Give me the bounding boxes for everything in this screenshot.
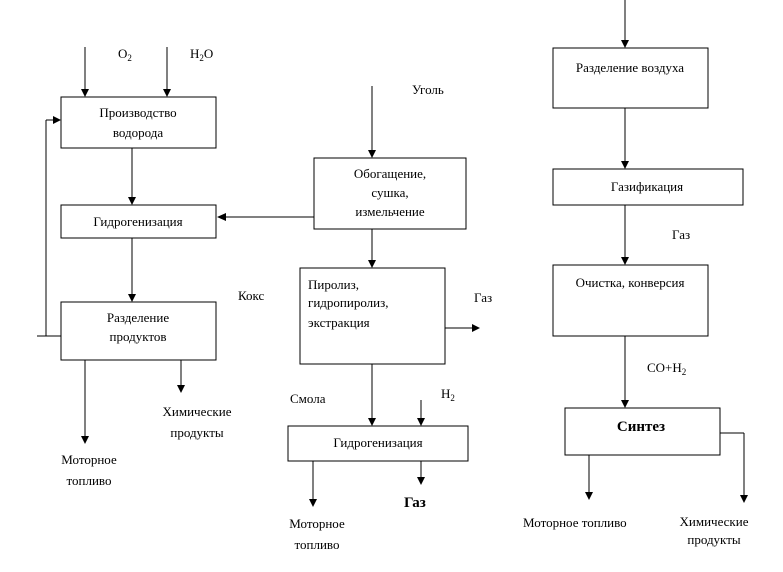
box-pyrolysis-line1: Пиролиз, <box>308 277 359 292</box>
arrow-pyrolysis-to-gas <box>445 324 480 332</box>
arrow-enrichment-to-left-hydrogenation <box>217 213 314 221</box>
box-enrichment-line3: измельчение <box>355 204 425 219</box>
label-motor-fuel-middle-2: топливо <box>295 537 340 552</box>
arrow-enrichment-to-pyrolysis <box>368 229 376 268</box>
box-hydrogenation-middle-label: Гидрогенизация <box>333 435 422 450</box>
arrow-hydrogen-to-hydrogenation <box>128 148 136 205</box>
label-coal: Уголь <box>412 82 444 97</box>
arrow-h2o-to-hydrogen-production <box>163 47 171 97</box>
label-motor-fuel-left-2: топливо <box>67 473 112 488</box>
box-hydrogenation-left-label: Гидрогенизация <box>93 214 182 229</box>
label-gas-out: Газ <box>404 495 426 511</box>
box-hydrogenation-left: Гидрогенизация <box>60 204 217 239</box>
box-product-separation-line2: продуктов <box>110 329 167 344</box>
label-motor-fuel-right: Моторное топливо <box>523 515 627 530</box>
box-enrichment-drying-grinding: Обогащение, сушка, измельчение <box>313 157 467 230</box>
label-resin: Смола <box>290 391 326 406</box>
arrow-cleaning-to-synthesis <box>621 336 629 408</box>
label-syngas: CO+H2 <box>647 360 686 377</box>
box-hydrogen-production: Производство водорода <box>60 96 217 149</box>
label-h2: H2 <box>441 386 455 403</box>
box-hydrogenation-middle: Гидрогенизация <box>287 425 469 462</box>
box-product-separation-line1: Разделение <box>107 310 169 325</box>
box-pyrolysis-line3: экстракция <box>308 315 370 330</box>
arrow-gasification-to-cleaning <box>621 205 629 265</box>
arrow-hydrogenation-to-separation <box>128 238 136 302</box>
box-hydrogen-production-line1: Производство <box>99 105 176 120</box>
box-hydrogen-production-line2: водорода <box>113 125 164 140</box>
label-coke: Кокс <box>238 288 265 303</box>
arrow-coal-in <box>368 86 376 158</box>
label-motor-fuel-left-1: Моторное <box>61 452 117 467</box>
arrow-synthesis-to-motor-fuel <box>585 455 593 500</box>
label-h2o: H2O <box>190 46 213 63</box>
arrow-separation-to-motor-fuel <box>81 360 89 444</box>
label-o2: O2 <box>118 46 132 63</box>
label-chemicals-right-2: продукты <box>687 532 741 547</box>
box-air-separation: Разделение воздуха <box>552 47 709 109</box>
box-cleaning-conversion: Очистка, конверсия <box>552 264 709 337</box>
label-chemicals-left-1: Химические <box>163 404 232 419</box>
box-enrichment-line2: сушка, <box>371 185 408 200</box>
box-cleaning-conversion-label: Очистка, конверсия <box>576 275 685 290</box>
label-gas-right: Газ <box>672 227 690 242</box>
label-chemicals-left-2: продукты <box>170 425 224 440</box>
box-gasification: Газификация <box>552 168 744 206</box>
box-pyrolysis-line2: гидропиролиз, <box>308 295 388 310</box>
label-motor-fuel-middle-1: Моторное <box>289 516 345 531</box>
arrow-hydrogenation-to-motor-fuel <box>309 461 317 507</box>
arrow-top-input <box>621 0 629 48</box>
arrow-synthesis-to-chemicals <box>720 432 748 503</box>
arrow-h2-in <box>417 400 425 426</box>
box-pyrolysis: Пиролиз, гидропиролиз, экстракция <box>299 267 446 365</box>
arrow-pyrolysis-to-hydrogenation <box>368 364 376 426</box>
box-synthesis-label: Синтез <box>617 419 665 435</box>
box-gasification-label: Газификация <box>611 179 683 194</box>
arrow-o2-to-hydrogen-production <box>81 47 89 97</box>
arrow-recycle-loop <box>37 116 61 337</box>
box-enrichment-line1: Обогащение, <box>354 166 426 181</box>
arrow-hydrogenation-to-gas <box>417 461 425 485</box>
label-gas-middle: Газ <box>474 290 492 305</box>
box-air-separation-label: Разделение воздуха <box>576 60 684 75</box>
box-synthesis: Синтез <box>564 407 721 456</box>
box-product-separation: Разделение продуктов <box>60 301 217 361</box>
arrow-air-separation-to-gasification <box>621 108 629 169</box>
label-chemicals-right-1: Химические <box>680 514 749 529</box>
arrow-separation-to-chemicals <box>177 360 185 393</box>
